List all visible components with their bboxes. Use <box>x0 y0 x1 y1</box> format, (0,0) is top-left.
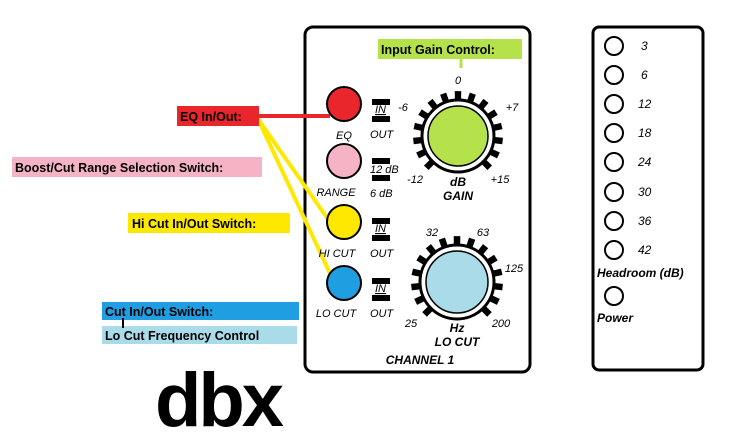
power-label: Power <box>597 311 634 325</box>
lo-cut-button-label: LO CUT <box>316 308 358 320</box>
hi-cut-switch-in[interactable] <box>372 218 390 224</box>
hi-cut-callout-line <box>256 117 332 224</box>
range-switch-top[interactable] <box>372 158 390 164</box>
hi-cut-switch-in-label: IN <box>375 223 386 235</box>
led-24: 24 <box>604 152 652 172</box>
cut-callout-bg <box>102 302 299 320</box>
channel-title: CHANNEL 1 <box>386 353 455 367</box>
gain-label: GAIN <box>443 189 473 203</box>
range-button[interactable] <box>326 143 362 179</box>
power-led <box>604 286 624 306</box>
led-12: 12 <box>604 94 652 114</box>
meter-panel <box>591 25 705 372</box>
cut-callout: Cut In/Out Switch: <box>105 305 213 319</box>
led-18: 18 <box>604 123 652 143</box>
gain-scale-plus15: +15 <box>491 174 511 186</box>
led-30: 30 <box>604 182 652 202</box>
lo-cut-switch-out[interactable] <box>372 295 390 301</box>
led-6: 6 <box>604 65 648 85</box>
input-gain-callout-bg <box>378 39 522 59</box>
led-42: 42 <box>604 240 652 260</box>
eq-callout: EQ In/Out: <box>180 110 242 124</box>
gain-scale-0: 0 <box>455 75 462 87</box>
led-label: 30 <box>638 185 652 199</box>
lo-unit: Hz <box>450 321 465 335</box>
lo-cut-switch-in-label: IN <box>375 283 386 295</box>
led-label: 12 <box>638 97 652 111</box>
hi-cut-switch-out-label: OUT <box>370 248 395 260</box>
led-label: 18 <box>638 126 652 140</box>
gain-scale-minus12: -12 <box>407 174 423 186</box>
lo-scale-200: 200 <box>491 318 511 330</box>
gain-scale-plus7: +7 <box>506 102 519 114</box>
lo-cut-freq-callout-bg <box>102 326 297 344</box>
input-gain-callout: Input Gain Control: <box>381 43 495 57</box>
led-label: 42 <box>638 243 652 257</box>
led-label: 3 <box>641 39 648 53</box>
lo-cut-callout-line <box>256 118 336 283</box>
hi-cut-callout: Hi Cut In/Out Switch: <box>132 217 256 231</box>
gain-unit: dB <box>450 175 466 189</box>
headroom-label: Headroom (dB) <box>597 266 684 280</box>
range-button-label: RANGE <box>316 187 356 199</box>
led-36: 36 <box>604 211 652 231</box>
eq-callout-bg <box>177 106 259 126</box>
lo-scale-25: 25 <box>404 318 418 330</box>
eq-switch-in-label: IN <box>375 104 386 116</box>
range-switch-bottom[interactable] <box>372 175 390 181</box>
hi-cut-button-label: HI CUT <box>319 248 357 260</box>
lo-cut-freq-callout: Lo Cut Frequency Control <box>105 329 259 343</box>
lo-scale-63: 63 <box>477 227 490 239</box>
led-label: 24 <box>637 155 652 169</box>
eq-button-label: EQ <box>336 130 352 142</box>
hi-cut-callout-bg <box>128 213 290 233</box>
led-label: 36 <box>638 214 652 228</box>
gain-scale-minus6: -6 <box>398 102 409 114</box>
range-switch-top-label: 12 dB <box>370 164 399 176</box>
lo-scale-32: 32 <box>426 227 438 239</box>
range-callout-bg <box>12 157 262 177</box>
lo-cut-switch-in[interactable] <box>372 278 390 284</box>
led-label: 6 <box>641 68 648 82</box>
lo-scale-125: 125 <box>505 263 524 275</box>
range-switch-bottom-label: 6 dB <box>370 188 393 200</box>
hi-cut-switch-out[interactable] <box>372 235 390 241</box>
lo-cut-switch-out-label: OUT <box>370 308 395 320</box>
hi-cut-button[interactable] <box>326 204 362 240</box>
lo-cut-knob[interactable] <box>425 250 489 314</box>
dbx-logo: dbx <box>155 358 284 440</box>
eq-button[interactable] <box>326 86 362 122</box>
lo-label: LO CUT <box>435 335 481 349</box>
eq-switch-out[interactable] <box>372 116 390 122</box>
led-3: 3 <box>604 36 648 56</box>
lo-cut-button[interactable] <box>326 265 362 301</box>
range-callout: Boost/Cut Range Selection Switch: <box>15 161 223 175</box>
gain-knob[interactable] <box>427 105 489 167</box>
eq-switch-out-label: OUT <box>370 129 395 141</box>
eq-switch-in[interactable] <box>372 99 390 105</box>
